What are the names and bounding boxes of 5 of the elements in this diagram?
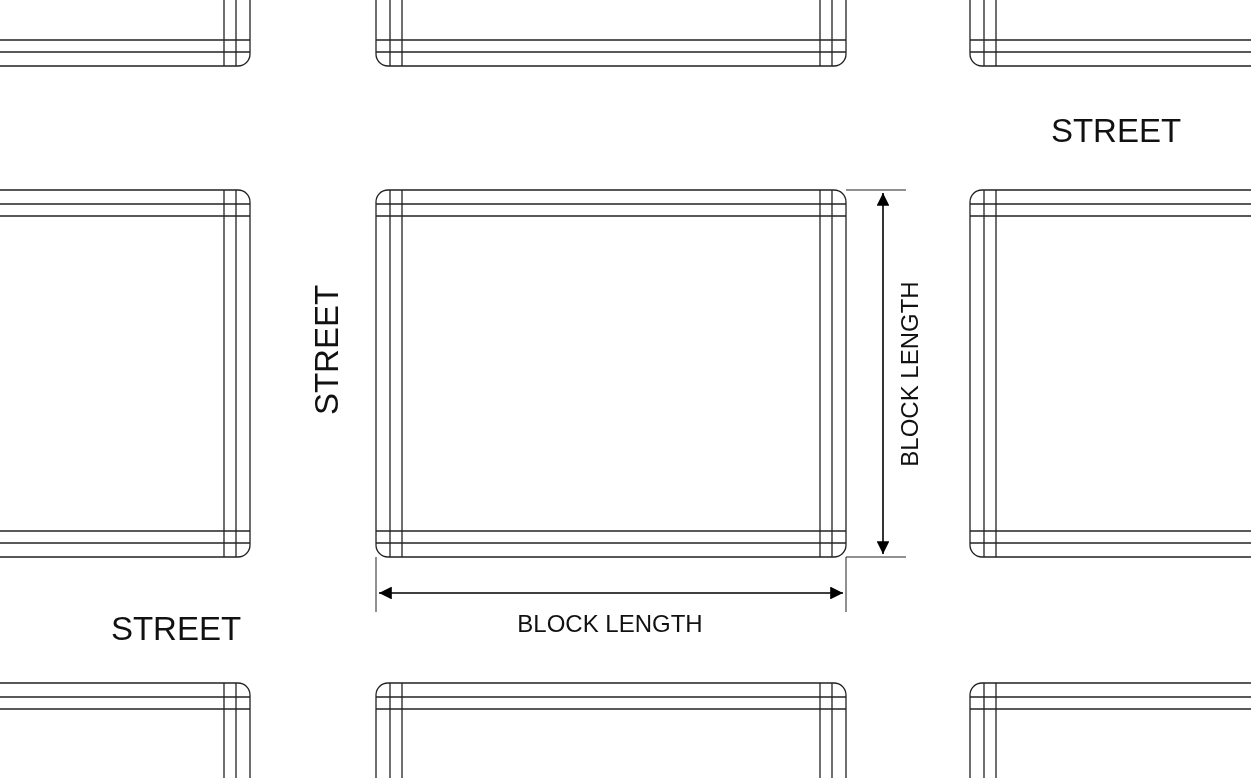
dimension-label: BLOCK LENGTH <box>517 612 703 636</box>
dimension-label: BLOCK LENGTH <box>898 281 922 467</box>
street-label: STREET <box>110 611 242 645</box>
street-label: STREET <box>1050 113 1182 147</box>
street-label: STREET <box>309 284 343 416</box>
